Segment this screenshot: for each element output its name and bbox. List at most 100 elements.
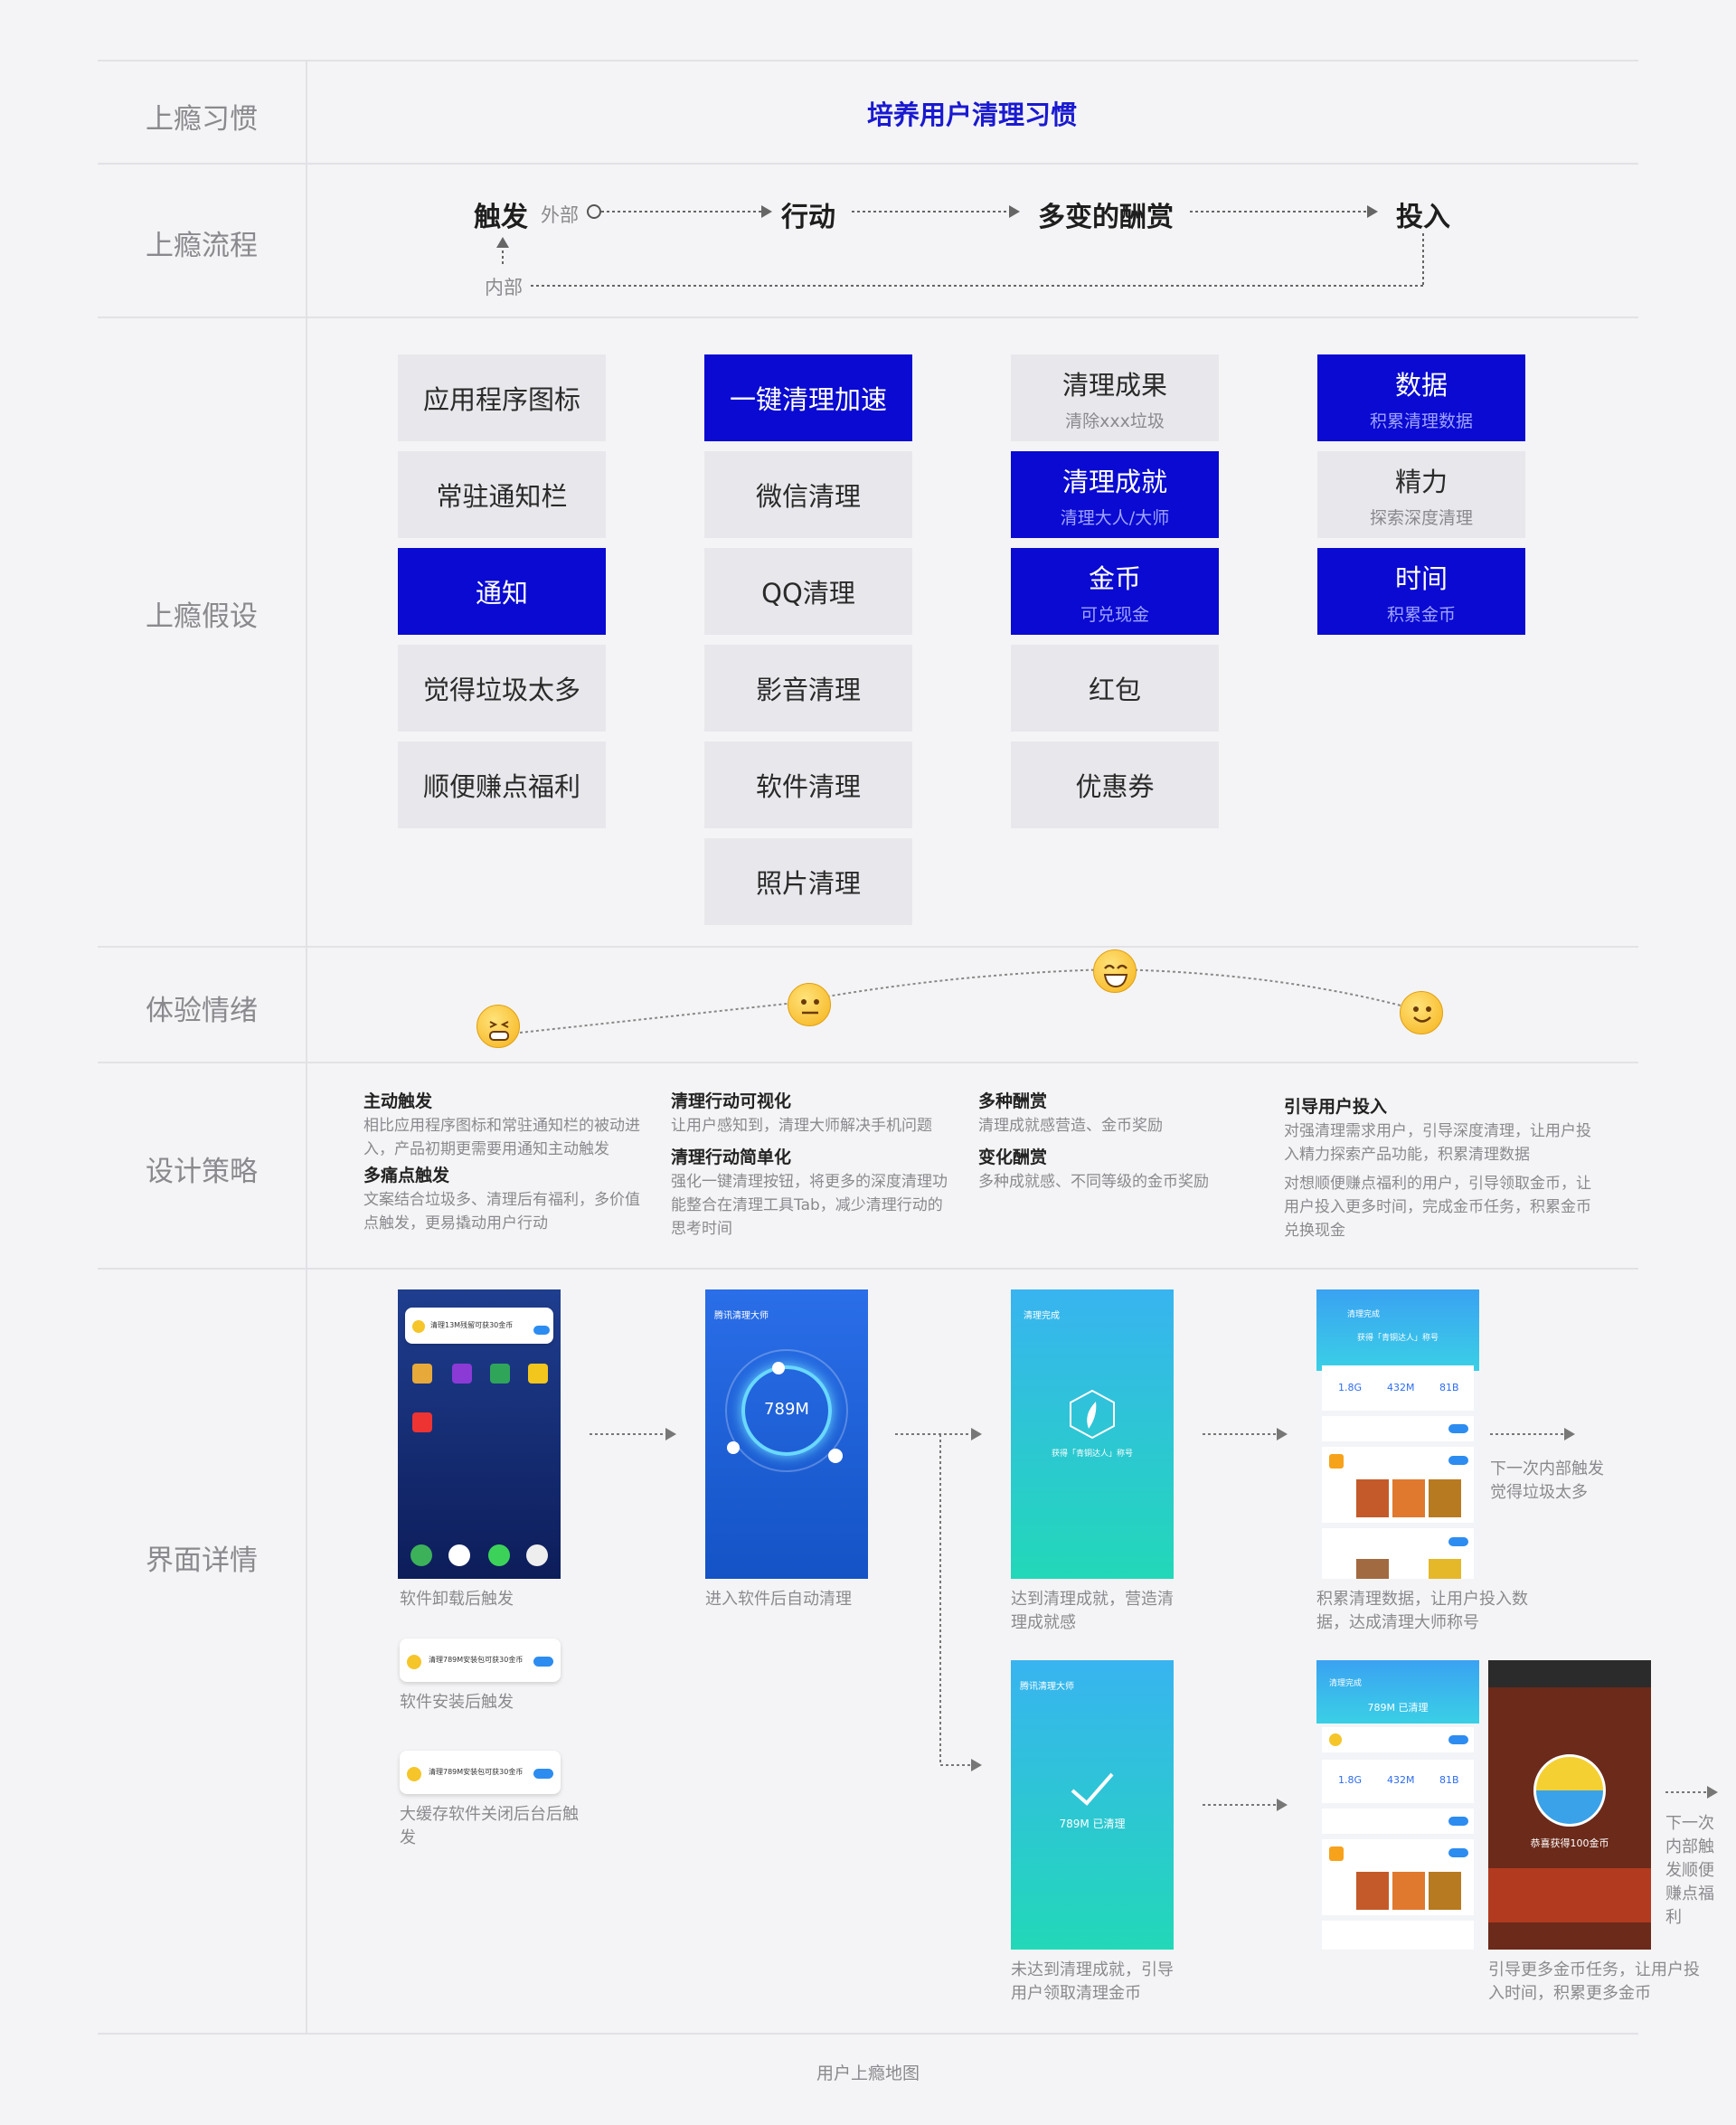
strategy-col-2: 清理行动可视化 让用户感知到，清理大师解决手机问题 清理行动简单化 强化一键清理… <box>671 1089 951 1241</box>
notification-text: 清理789M安装包可获30金币 <box>429 1656 524 1664</box>
hypothesis-box: 金币可兑现金 <box>1011 548 1219 635</box>
box-label: 通知 <box>475 578 528 609</box>
badge-text: 获得「青铜达人」称号 <box>1051 1450 1133 1459</box>
notification-action[interactable] <box>533 1326 550 1335</box>
divider <box>98 163 1638 165</box>
strategy-heading: 清理行动简单化 <box>671 1148 792 1167</box>
hypothesis-box: 微信清理 <box>704 451 912 538</box>
action-button[interactable] <box>1448 1537 1468 1546</box>
hypothesis-box: QQ清理 <box>704 548 912 635</box>
caption: 积累清理数据，让用户投入数据，达成清理大师称号 <box>1316 1590 1528 1632</box>
notification-action[interactable] <box>533 1769 553 1779</box>
phone-home-screen: 清理13M残留可获30金币 <box>398 1289 561 1579</box>
badge-text: 获得「青铜达人」称号 <box>1356 1334 1439 1343</box>
task-area <box>1488 1868 1651 1922</box>
strategy-text: 清理成就感营造、金币奖励 <box>978 1117 1163 1135</box>
box-label: 金币 <box>1088 562 1141 594</box>
notification-text: 清理789M安装包可获30金币 <box>429 1768 524 1776</box>
hypothesis-box: 觉得垃圾太多 <box>398 645 606 732</box>
action-button[interactable] <box>1448 1848 1468 1857</box>
ring-inner <box>741 1365 832 1456</box>
box-label: 觉得垃圾太多 <box>422 675 580 705</box>
column-divider <box>306 60 307 2035</box>
box-label: 清理成果 <box>1061 369 1167 401</box>
wechat-dock-icon <box>488 1544 510 1566</box>
header-banner <box>1316 1660 1479 1724</box>
action-button[interactable] <box>1448 1735 1468 1744</box>
app-title: 腾讯清理大师 <box>1020 1682 1074 1692</box>
hypothesis-box: 时间积累金币 <box>1317 548 1525 635</box>
flow-reward: 多变的酬赏 <box>1038 202 1174 233</box>
list-item <box>1322 1416 1474 1441</box>
hypothesis-box: 应用程序图标 <box>398 354 606 441</box>
strategy-col-3: 多种酬赏 清理成就感营造、金币奖励 变化酬赏 多种成就感、不同等级的金币奖励 <box>978 1089 1259 1194</box>
cleaned-size: 789M 已清理 <box>1059 1818 1126 1830</box>
coin-icon <box>407 1767 421 1781</box>
phone-coin-popup-screen: 恭喜获得100金币 <box>1488 1660 1651 1950</box>
box-label: 数据 <box>1394 369 1448 401</box>
strategy-text: 多种成就感、不同等级的金币奖励 <box>978 1173 1209 1191</box>
action-button[interactable] <box>1448 1456 1468 1465</box>
hypothesis-box: 清理成果清除xxx垃圾 <box>1011 354 1219 441</box>
box-label: 常驻通知栏 <box>436 481 568 512</box>
box-label: 应用程序图标 <box>422 384 580 415</box>
row-label-flow: 上瘾流程 <box>146 230 258 262</box>
divider <box>98 60 1638 61</box>
strategy-col-4: 引导用户投入 对强清理需求用户，引导深度清理，让用户投入精力探索产品功能，积累清… <box>1284 1094 1600 1242</box>
strategy-heading: 变化酬赏 <box>978 1148 1048 1167</box>
action-button[interactable] <box>1448 1817 1468 1826</box>
action-button[interactable] <box>1448 1424 1468 1433</box>
frustrated-emoji-icon <box>476 1005 520 1048</box>
strategy-col-1: 主动触发 相比应用程序图标和常驻通知栏的被动进入，产品初期更需要用通知主动触发 … <box>363 1089 644 1235</box>
hypothesis-box: 清理成就清理大人/大师 <box>1011 451 1219 538</box>
box-sublabel: 可兑现金 <box>1080 604 1149 625</box>
hypothesis-box: 一键清理加速 <box>704 354 912 441</box>
divider <box>98 316 1638 318</box>
notification-cache: 清理789M安装包可获30金币 <box>400 1751 561 1794</box>
flow-internal: 内部 <box>485 277 523 298</box>
row-label-strategy: 设计策略 <box>146 1156 258 1188</box>
row-label-emotion: 体验情绪 <box>146 995 258 1027</box>
strategy-heading: 主动触发 <box>363 1091 433 1111</box>
app-icon <box>1329 1454 1344 1469</box>
hypothesis-box: 照片清理 <box>704 838 912 925</box>
hypothesis-box: 数据积累清理数据 <box>1317 354 1525 441</box>
caption: 进入软件后自动清理 <box>705 1590 852 1609</box>
box-sublabel: 积累金币 <box>1386 604 1456 625</box>
app-badge-icon <box>727 1441 740 1454</box>
box-sublabel: 清除xxx垃圾 <box>1065 411 1165 431</box>
notification-install: 清理789M安装包可获30金币 <box>400 1639 561 1682</box>
next-trigger-text: 下一次内部触发顺便赚点福利 <box>1665 1814 1714 1927</box>
stats-card: 1.8G 432M 81B <box>1322 1760 1474 1803</box>
screen-title: 清理完成 <box>1329 1679 1363 1688</box>
strategy-text: 让用户感知到，清理大师解决手机问题 <box>671 1117 932 1135</box>
phone-achievement-screen: 清理完成 获得「青铜达人」称号 <box>1011 1289 1174 1579</box>
divider <box>98 1268 1638 1270</box>
notification-action[interactable] <box>533 1657 553 1667</box>
list-item <box>1322 1809 1474 1834</box>
phone-cleaned-screen: 腾讯清理大师 789M 已清理 <box>1011 1660 1174 1950</box>
junk-size: 789M <box>764 1400 809 1419</box>
phone-dock-icon <box>410 1544 432 1566</box>
list-item <box>1322 1921 1474 1950</box>
divider <box>98 946 1638 948</box>
box-sublabel: 探索深度清理 <box>1369 507 1473 528</box>
hypothesis-box: 精力探索深度清理 <box>1317 451 1525 538</box>
screen-title: 清理完成 <box>1024 1311 1060 1321</box>
app-icon <box>412 1364 432 1384</box>
box-label: 微信清理 <box>755 481 861 512</box>
caption: 大缓存软件关闭后台后触发 <box>400 1805 579 1847</box>
row-label-ui: 界面详情 <box>146 1544 258 1577</box>
browser-dock-icon <box>448 1544 470 1566</box>
hypothesis-box: 顺便赚点福利 <box>398 741 606 828</box>
coin-reward-icon <box>1533 1754 1606 1827</box>
caption: 未达到清理成就，引导用户领取清理金币 <box>1011 1960 1174 2003</box>
coin-icon <box>412 1320 425 1333</box>
box-sublabel: 清理大人/大师 <box>1060 507 1170 528</box>
ring-outer <box>725 1349 848 1472</box>
row-label-habit: 上瘾习惯 <box>146 103 258 136</box>
phone-cleaning-screen: 腾讯清理大师 789M <box>705 1289 868 1579</box>
feather-badge-icon <box>1070 1389 1115 1440</box>
hypothesis-box: 常驻通知栏 <box>398 451 606 538</box>
